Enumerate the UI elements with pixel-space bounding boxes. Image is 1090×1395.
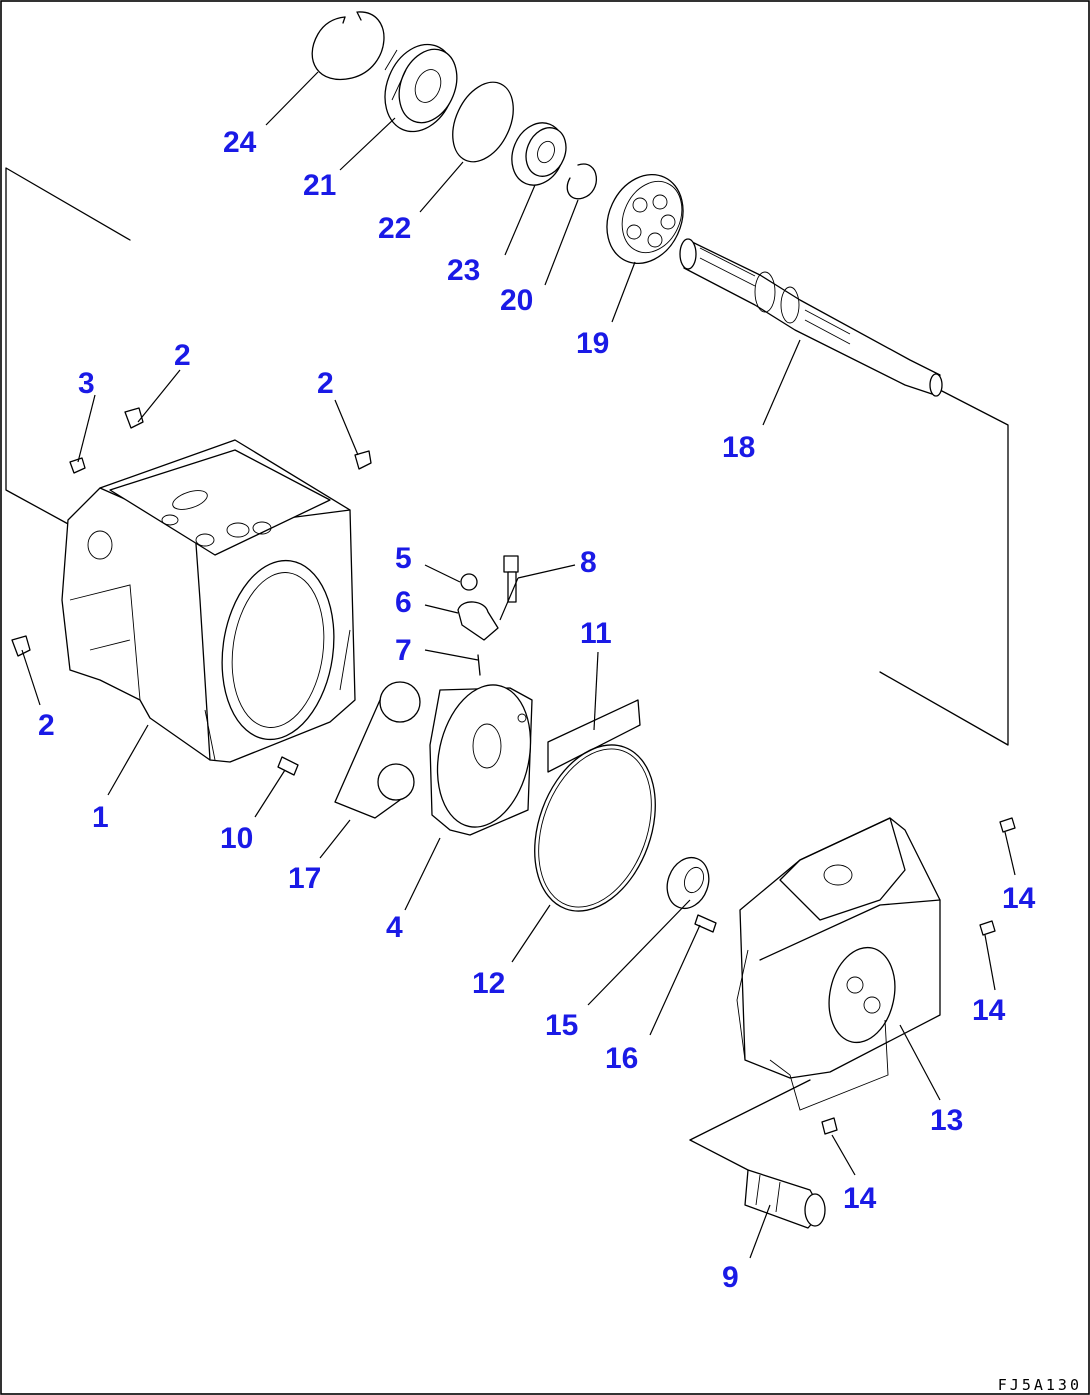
callout-20: 20 [500,284,533,317]
callout-4: 4 [386,911,403,944]
part-4-cradle [429,684,533,836]
part-7-pin [477,654,481,676]
leader-lines [21,71,1016,1259]
part-19-roller-bearing [606,173,684,265]
callout-22: 22 [378,212,411,245]
callout-10: 10 [220,822,253,855]
callout-3: 3 [78,367,95,400]
callout-23: 23 [447,254,480,287]
callout-24: 24 [223,126,257,159]
part-5-ball [460,573,478,591]
callout-2-left: 2 [38,709,55,742]
callout-14-mid: 14 [972,994,1006,1027]
part-22-o-ring [452,81,514,163]
part-9-fitting [689,1079,826,1229]
callout-5: 5 [395,542,412,575]
callout-6: 6 [395,586,412,619]
part-17-ball-guide [334,681,421,819]
callout-11: 11 [580,617,612,650]
callout-14-top: 14 [1002,882,1036,915]
callout-12: 12 [472,967,505,1000]
callouts: 24 21 22 23 20 19 18 2 3 2 2 1 10 17 4 5… [38,126,1036,1294]
callout-2-right: 2 [317,367,334,400]
callout-2-top: 2 [174,339,191,372]
part-20-retaining-ring [566,163,598,200]
part-2-plugs [11,407,372,657]
part-12-o-ring [534,744,656,912]
callout-16: 16 [605,1042,638,1075]
callout-14-bottom: 14 [843,1182,877,1215]
diagram-code: FJ5A130 [998,1376,1082,1394]
part-24-snap-ring [311,11,385,81]
callout-18: 18 [722,431,755,464]
part-15-spacer [666,856,710,910]
callout-1: 1 [92,801,109,834]
part-8-piston [503,555,519,603]
callout-17: 17 [288,862,321,895]
part-3-plug [69,457,86,474]
callout-19: 19 [576,327,609,360]
callout-7: 7 [395,634,412,667]
part-11-gasket [547,699,641,773]
callout-21: 21 [303,169,336,202]
part-13-end-cap [736,817,941,1111]
callout-8: 8 [580,546,597,579]
part-10-pin [277,756,299,776]
part-6-slider [457,601,499,641]
callout-13: 13 [930,1104,963,1137]
part-18-shaft [679,238,943,397]
part-14-plugs [821,817,1016,1135]
part-23-bearing [511,122,567,186]
part-21-bearing [384,43,458,133]
part-1-pump-case [61,439,356,763]
callout-9: 9 [722,1261,739,1294]
construction-lines [5,167,1009,746]
callout-15: 15 [545,1009,578,1042]
part-16-pin [694,914,717,933]
